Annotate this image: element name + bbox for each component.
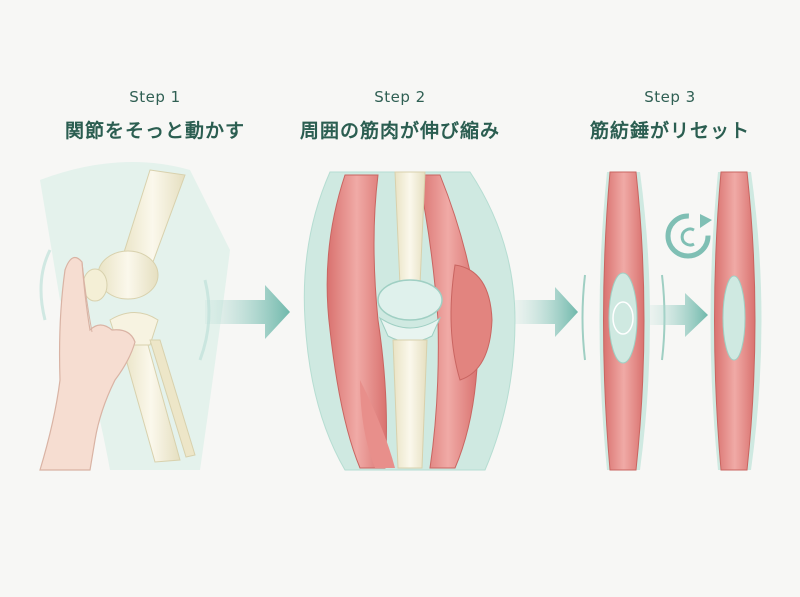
knee-bone-icon xyxy=(82,169,196,463)
arrow-right-icon xyxy=(205,285,290,339)
step-1-label: Step 1 xyxy=(129,88,181,106)
arrow-right-icon xyxy=(650,293,708,337)
step-2-label: Step 2 xyxy=(374,88,426,106)
muscle-spindle-icon xyxy=(599,171,650,471)
muscle-spindle-icon xyxy=(710,171,762,471)
step-1-title: 関節をそっと動かす xyxy=(64,120,245,142)
step-1-illustration xyxy=(39,162,230,471)
step-2-illustration xyxy=(303,171,516,471)
step-3-illustration xyxy=(581,171,762,471)
hand-icon xyxy=(39,256,136,471)
step-3-label: Step 3 xyxy=(644,88,696,106)
arrow-right-icon xyxy=(515,287,578,337)
step-2-title: 周囲の筋肉が伸び縮み xyxy=(299,120,500,142)
reset-cycle-icon xyxy=(665,213,712,259)
step-3-title: 筋紡錘がリセット xyxy=(589,120,750,142)
muscle-icon xyxy=(326,174,493,469)
